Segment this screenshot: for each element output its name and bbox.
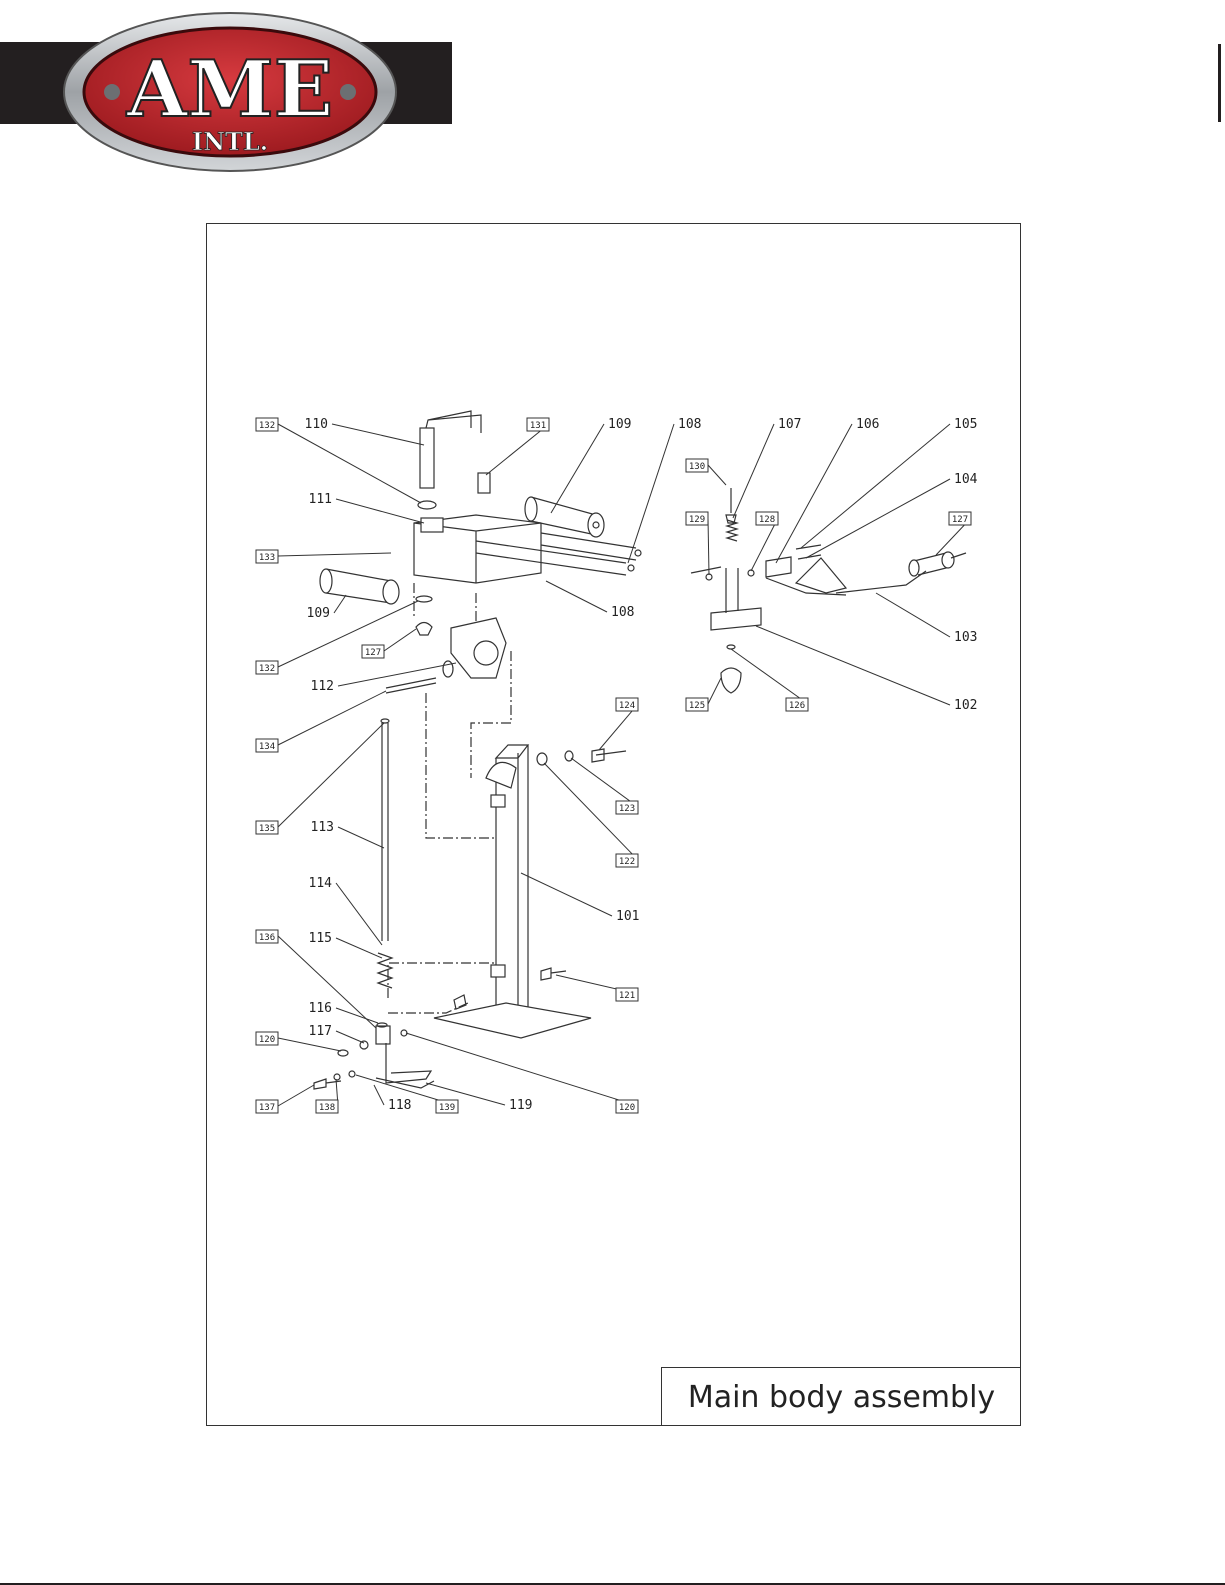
leader-line <box>278 601 418 667</box>
leader-line <box>336 883 382 945</box>
diagram-title: Main body assembly <box>688 1380 995 1415</box>
part-label-boxed: 131 <box>530 421 546 431</box>
leader-line <box>374 1085 384 1105</box>
part-label-boxed: 136 <box>259 933 275 943</box>
leader-line <box>801 424 950 548</box>
header-edge-mark <box>1218 44 1221 122</box>
part-label-boxed: 125 <box>689 701 705 711</box>
part-label-boxed: 132 <box>259 664 275 674</box>
leader-line <box>278 424 421 503</box>
part-label: 108 <box>678 417 701 432</box>
part-label: 103 <box>954 630 977 645</box>
leader-line <box>336 499 424 523</box>
part-label: 106 <box>856 417 879 432</box>
part-label: 116 <box>309 1001 332 1016</box>
part-label-boxed: 128 <box>759 515 775 525</box>
leader-line <box>756 626 950 705</box>
part-label: 107 <box>778 417 801 432</box>
leader-line <box>336 938 382 958</box>
leader-line <box>486 424 549 475</box>
leader-line <box>571 758 638 807</box>
part-label-boxed: 126 <box>789 701 805 711</box>
leader-line <box>384 629 416 651</box>
part-label-boxed: 127 <box>952 515 968 525</box>
part-label-boxed: 121 <box>619 991 635 1001</box>
leader-line <box>708 465 726 485</box>
part-label-boxed: 120 <box>259 1035 275 1045</box>
part-label: 113 <box>311 820 334 835</box>
leader-line <box>278 1038 341 1051</box>
leader-line <box>546 581 607 612</box>
part-label-boxed: 129 <box>689 515 705 525</box>
part-label: 101 <box>616 909 639 924</box>
diagram-canvas: 110 109 108 107 106 105 104 111 109 108 103 112 102 1… <box>206 223 1021 1426</box>
part-label-boxed: 132 <box>259 421 275 431</box>
leader-line <box>521 873 612 916</box>
part-label-boxed: 124 <box>619 701 635 711</box>
part-label-boxed: 127 <box>365 648 381 658</box>
part-label: 104 <box>954 472 978 487</box>
leader-line <box>278 723 384 827</box>
leader-line <box>876 593 950 637</box>
leader-line <box>338 663 456 686</box>
part-label: 118 <box>388 1098 411 1113</box>
leader-line <box>406 1033 638 1106</box>
leader-line <box>338 827 384 848</box>
leader-line <box>708 678 721 704</box>
leader-line <box>708 518 709 575</box>
part-label: 109 <box>307 606 330 621</box>
part-label: 110 <box>305 417 328 432</box>
part-label: 105 <box>954 417 977 432</box>
leader-line <box>731 649 808 704</box>
part-label-boxed: 122 <box>619 857 635 867</box>
part-label-boxed: 134 <box>259 742 275 752</box>
leader-line <box>278 553 391 556</box>
part-label-boxed: 138 <box>319 1103 335 1113</box>
logo-text: AME <box>126 44 333 135</box>
leader-line <box>334 595 346 613</box>
part-label-boxed: 120 <box>619 1103 635 1113</box>
leader-line <box>278 1085 314 1106</box>
part-label-boxed: 135 <box>259 824 275 834</box>
part-label-boxed: 123 <box>619 804 635 814</box>
title-block: Main body assembly <box>661 1367 1021 1426</box>
part-label-boxed: 137 <box>259 1103 275 1113</box>
leader-line <box>733 424 774 518</box>
leader-line <box>332 424 424 445</box>
part-label: 119 <box>509 1098 532 1113</box>
ame-logo: AME INTL. <box>60 10 400 175</box>
leader-line <box>551 424 604 513</box>
leader-line <box>776 424 852 563</box>
part-label: 111 <box>309 492 332 507</box>
part-label: 114 <box>309 876 333 891</box>
logo-subtext: INTL. <box>192 127 268 156</box>
part-label: 102 <box>954 698 977 713</box>
part-label-boxed: 133 <box>259 553 275 563</box>
ame-logo-graphic: AME INTL. <box>60 10 400 175</box>
part-label: 109 <box>608 417 631 432</box>
part-label-boxed: 139 <box>439 1103 455 1113</box>
part-labels: 110 109 108 107 106 105 104 111 109 108 103 112 102 1… <box>256 417 978 1113</box>
leader-line <box>628 424 674 563</box>
part-label: 112 <box>311 679 334 694</box>
leader-line <box>336 1031 364 1043</box>
part-label: 117 <box>309 1024 332 1039</box>
part-drawing <box>314 411 966 1089</box>
leader-line <box>806 479 950 558</box>
exploded-parts-diagram: 110 109 108 107 106 105 104 111 109 108 103 112 102 1… <box>206 223 1021 1426</box>
part-label-boxed: 130 <box>689 462 705 472</box>
part-label: 108 <box>611 605 634 620</box>
part-label: 115 <box>309 931 332 946</box>
